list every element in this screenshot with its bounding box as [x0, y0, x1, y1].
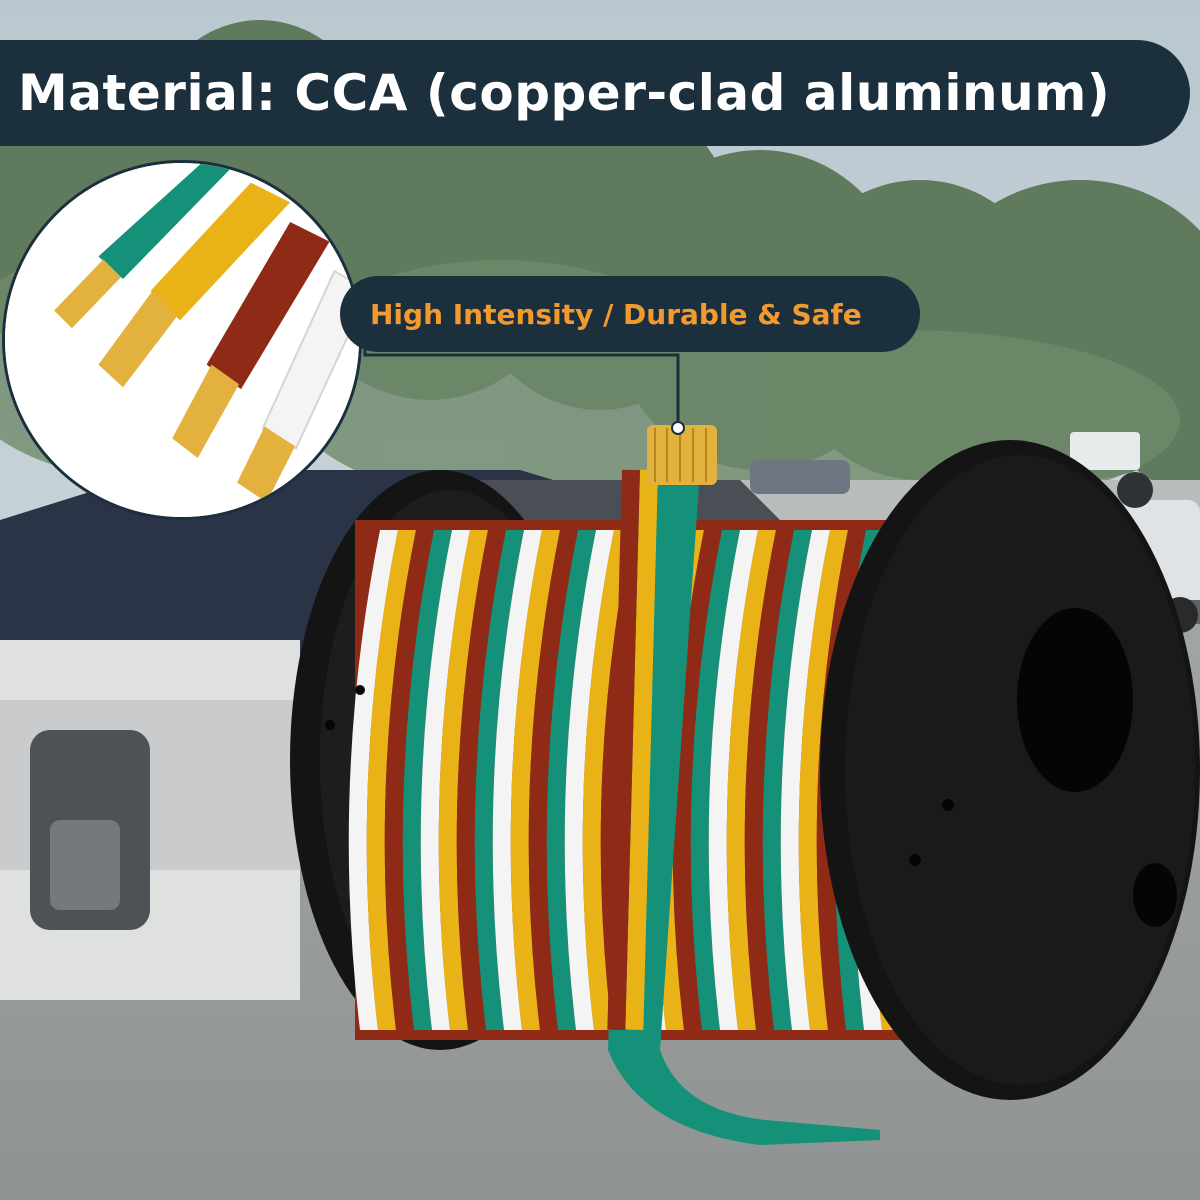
wire-closeup-callout: [2, 160, 362, 520]
yellow-wire: [98, 182, 291, 388]
feature-banner: High Intensity / Durable & Safe: [340, 276, 920, 352]
feature-text: High Intensity / Durable & Safe: [370, 297, 862, 331]
title-text: Material: CCA (copper-clad aluminum): [18, 64, 1111, 122]
green-wire: [54, 163, 237, 329]
wire-closeup-image: [5, 163, 359, 517]
title-banner: Material: CCA (copper-clad aluminum): [0, 40, 1190, 146]
brown-wire: [172, 222, 330, 458]
white-wire: [237, 269, 359, 503]
